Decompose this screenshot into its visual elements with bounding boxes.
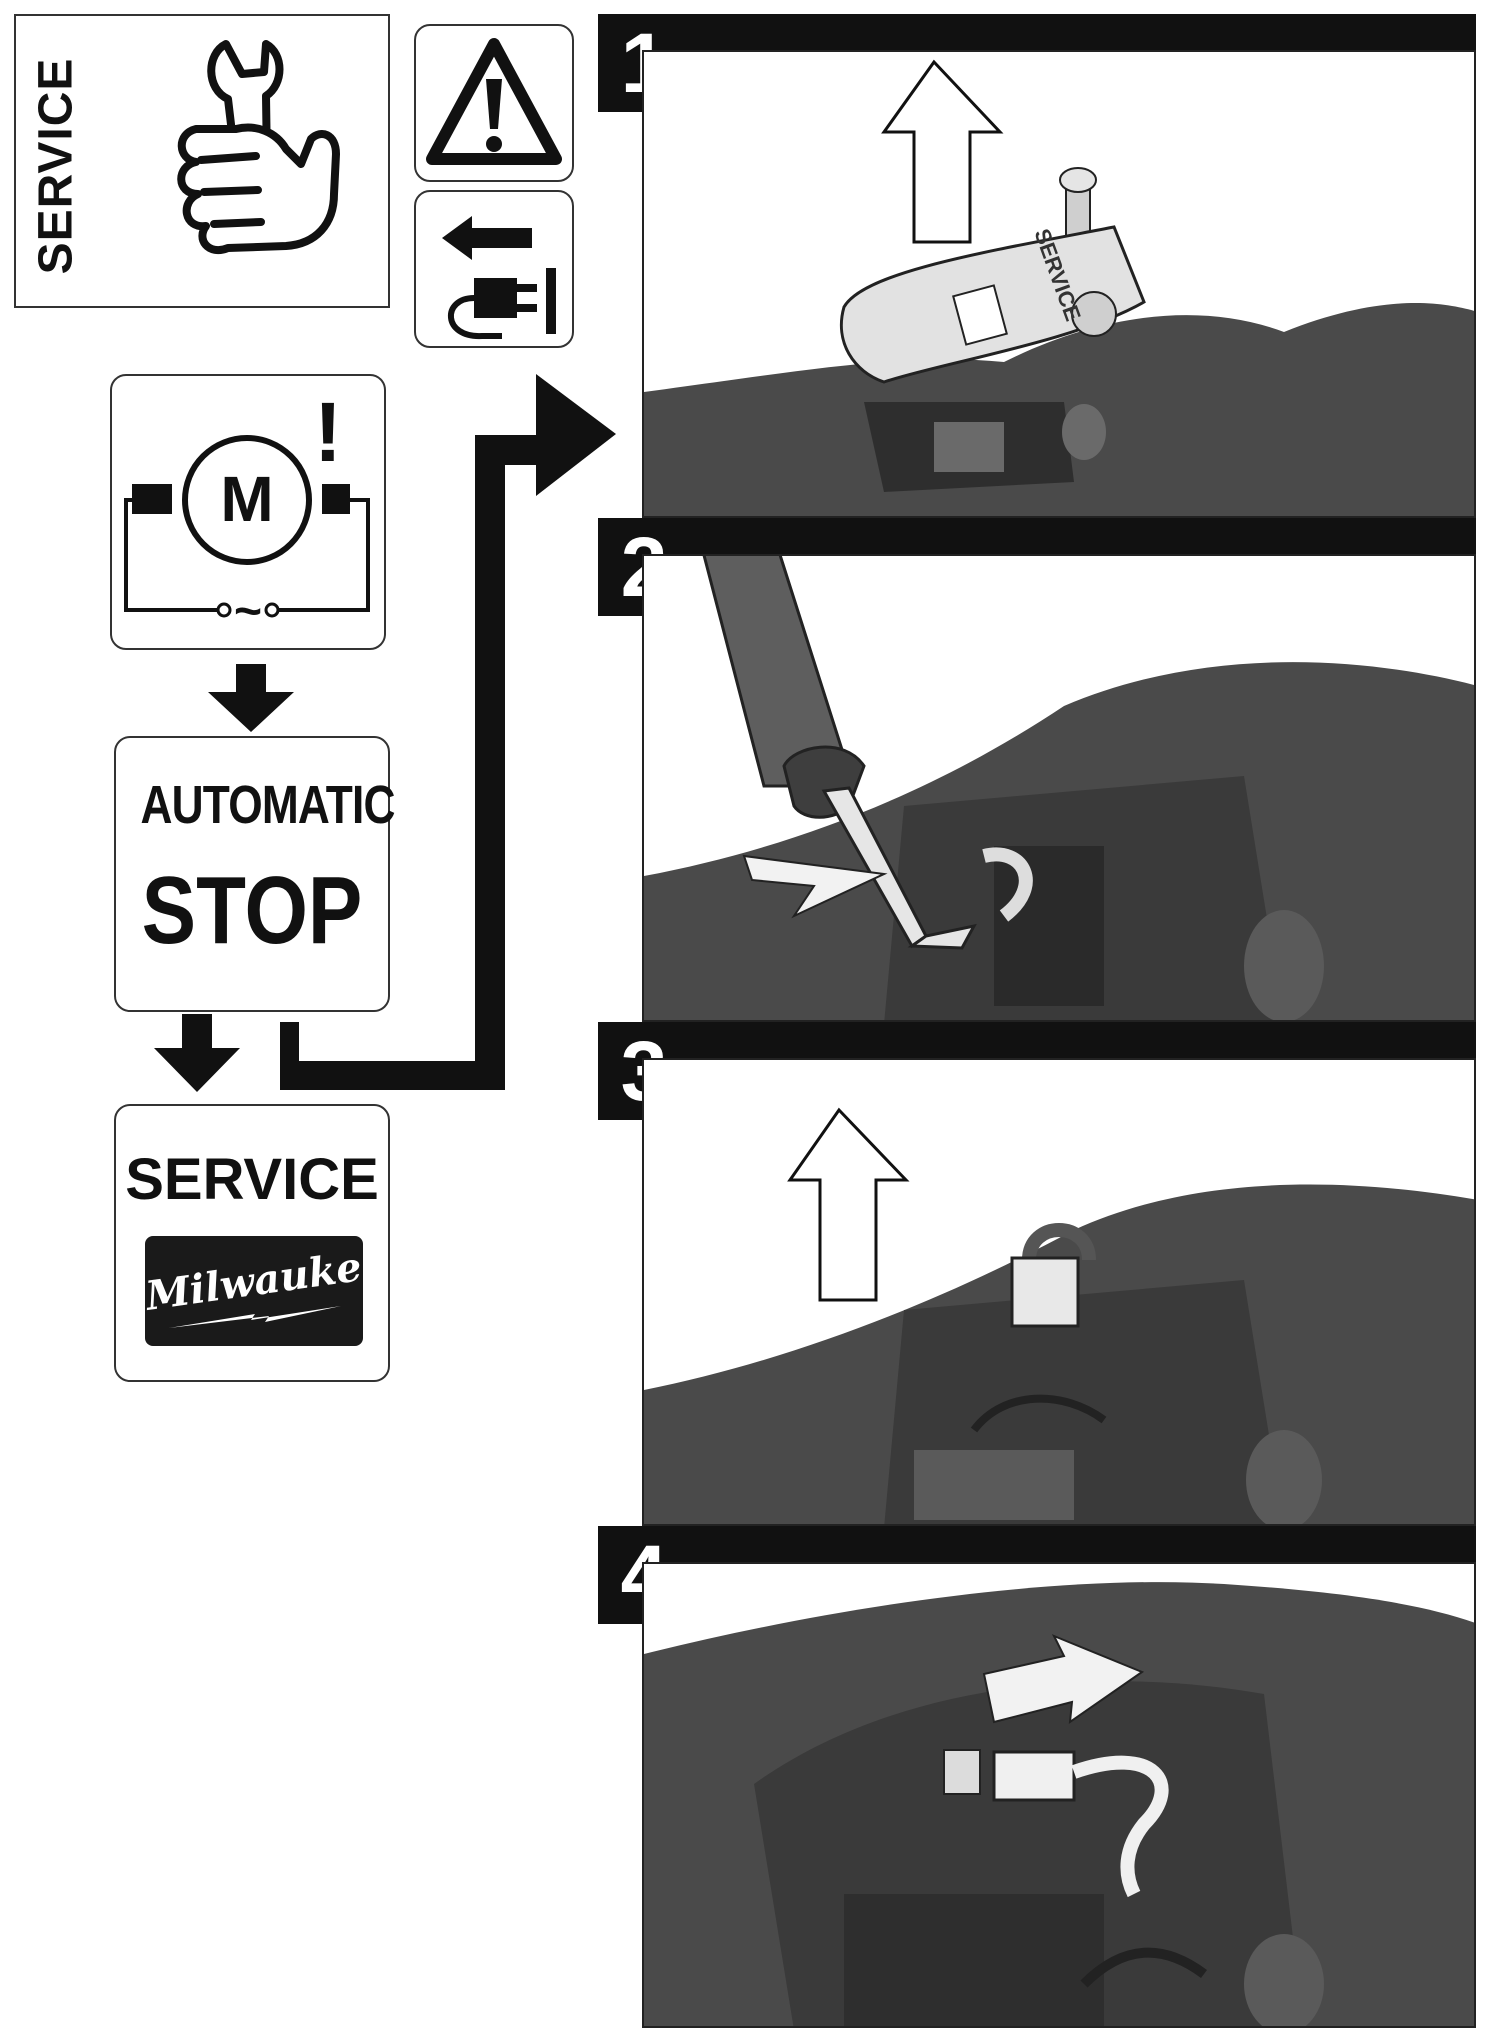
step-2-bar	[598, 518, 1476, 554]
lightning-icon	[169, 1306, 341, 1328]
step-4-bar	[598, 1526, 1476, 1562]
automatic-label: AUTOMATIC	[140, 775, 395, 835]
motor-icon	[124, 435, 370, 618]
step-3-bar	[598, 1022, 1476, 1058]
warning-triangle-icon	[426, 38, 562, 165]
unplug-icon	[442, 216, 556, 340]
stop-label: STOP	[141, 857, 363, 964]
arrow-down-icon	[154, 1014, 240, 1092]
wrench-in-hand-icon	[177, 40, 340, 254]
motor-exclaim: !	[314, 385, 342, 479]
step-3-illustration	[642, 1058, 1476, 1526]
arrow-down-icon	[208, 664, 294, 732]
step-4-illustration	[642, 1562, 1476, 2028]
service-label: SERVICE	[125, 1147, 379, 1212]
step-1-illustration: SERVICE	[642, 50, 1476, 518]
flow-arrow-icon	[280, 374, 616, 1090]
warning-panel	[414, 24, 574, 182]
motor-tilde: ~	[233, 585, 263, 638]
service-header-panel: SERVICE	[14, 14, 390, 308]
step-2-illustration	[642, 554, 1476, 1022]
service-brand-panel: SERVICE Milwaukee	[114, 1104, 390, 1382]
motor-label: M	[220, 463, 274, 535]
step-1-bar	[598, 14, 1476, 50]
service-vertical-label: SERVICE	[29, 57, 83, 275]
automatic-stop-panel: AUTOMATIC STOP	[114, 736, 395, 1012]
milwaukee-logo: Milwaukee	[143, 1236, 390, 1346]
motor-panel: M ! ~	[110, 374, 386, 650]
unplug-panel	[414, 190, 574, 348]
